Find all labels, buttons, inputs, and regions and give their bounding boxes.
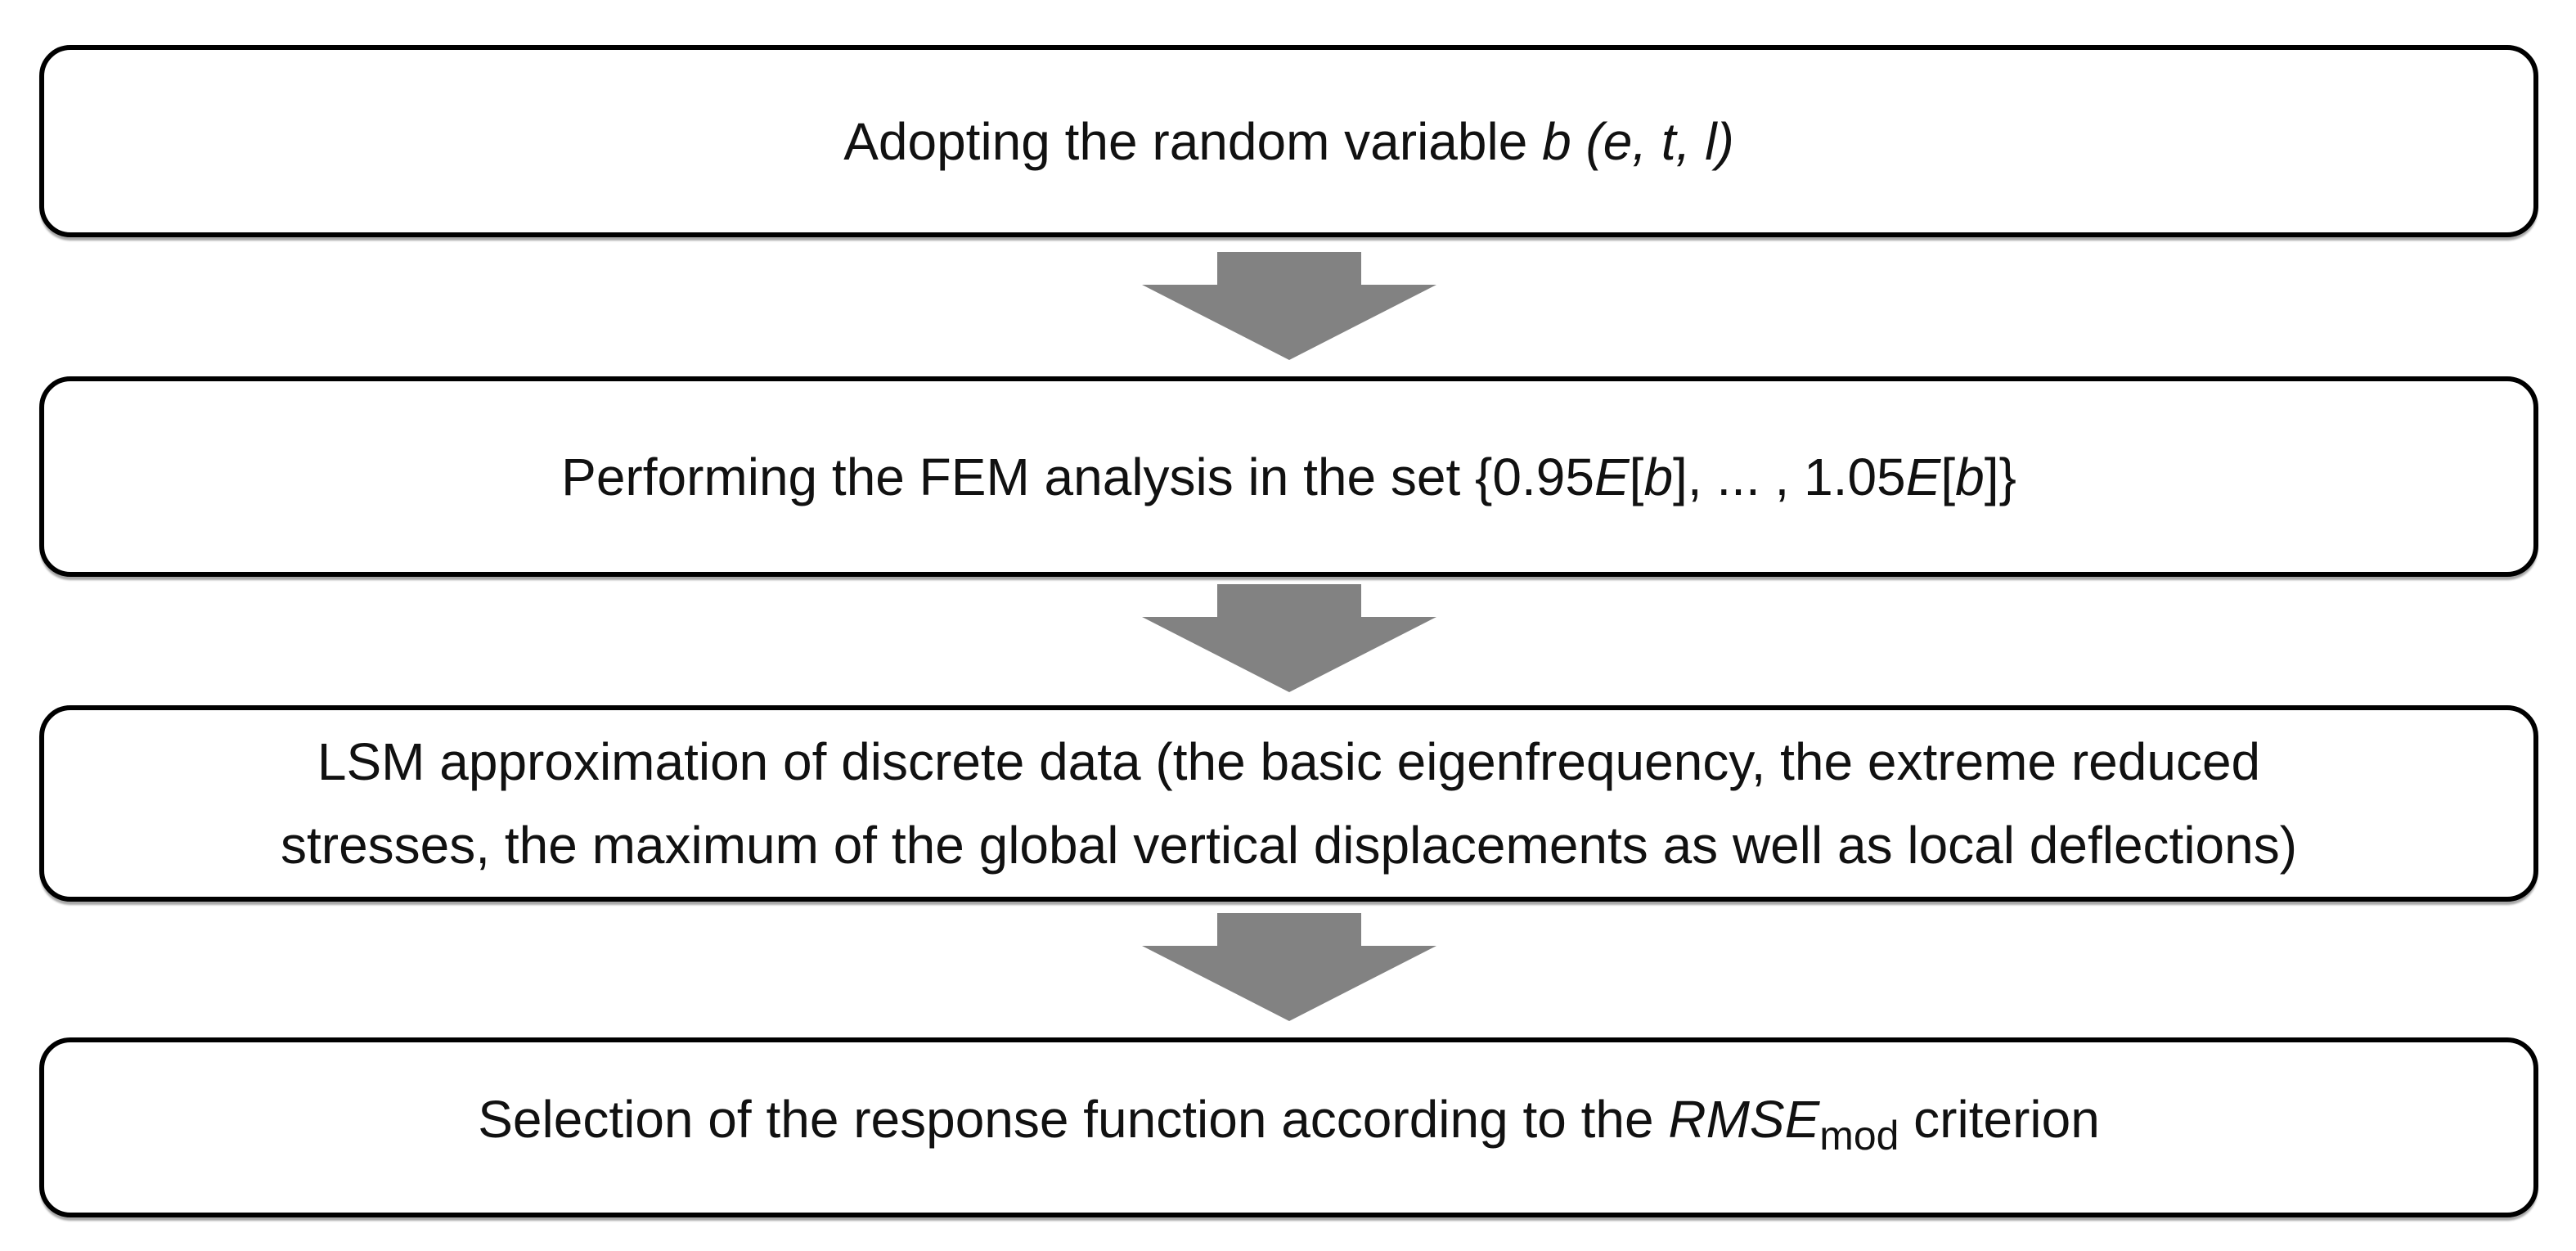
flow-arrow-3 <box>1142 913 1436 1021</box>
text-segment: criterion <box>1899 1090 2100 1150</box>
text-segment: [ <box>1940 447 1956 506</box>
flow-box-label: Performing the FEM analysis in the set {… <box>561 435 2016 519</box>
down-arrow-icon <box>1142 584 1436 692</box>
flow-box-label: Selection of the response function accor… <box>478 1078 2100 1177</box>
flow-arrow-2 <box>1142 584 1436 692</box>
flow-box-label: LSM approximation of discrete data (the … <box>281 720 2297 887</box>
flow-arrow-1 <box>1142 252 1436 360</box>
flow-box-fem-analysis: Performing the FEM analysis in the set {… <box>39 376 2538 577</box>
text-segment: [ <box>1629 447 1644 506</box>
text-segment: b <box>1955 447 1985 506</box>
text-segment: b (e, t, l) <box>1542 111 1734 171</box>
flow-box-response-function-selection: Selection of the response function accor… <box>39 1037 2538 1217</box>
text-segment: stresses, the maximum of the global vert… <box>280 816 2298 875</box>
text-segment: ], ... , 1.05 <box>1673 447 1906 506</box>
text-segment: ]} <box>1984 447 2016 506</box>
text-segment: E <box>1905 447 1941 506</box>
text-segment: RMSE <box>1668 1090 1820 1150</box>
text-segment: Adopting the random variable <box>843 111 1543 171</box>
text-segment: b <box>1643 447 1674 506</box>
text-segment: E <box>1594 447 1630 506</box>
text-segment: LSM approximation of discrete data (the … <box>317 732 2261 791</box>
down-arrow-icon <box>1142 913 1436 1021</box>
text-segment: Performing the FEM analysis in the set {… <box>561 447 1594 506</box>
flow-box-lsm-approximation: LSM approximation of discrete data (the … <box>39 705 2538 902</box>
flow-box-label: Adopting the random variable b (e, t, l) <box>843 100 1734 183</box>
flow-box-adopt-random-variable: Adopting the random variable b (e, t, l) <box>39 45 2538 237</box>
text-segment: Selection of the response function accor… <box>478 1090 1669 1150</box>
down-arrow-icon <box>1142 252 1436 360</box>
text-segment: mod <box>1819 1112 1899 1159</box>
